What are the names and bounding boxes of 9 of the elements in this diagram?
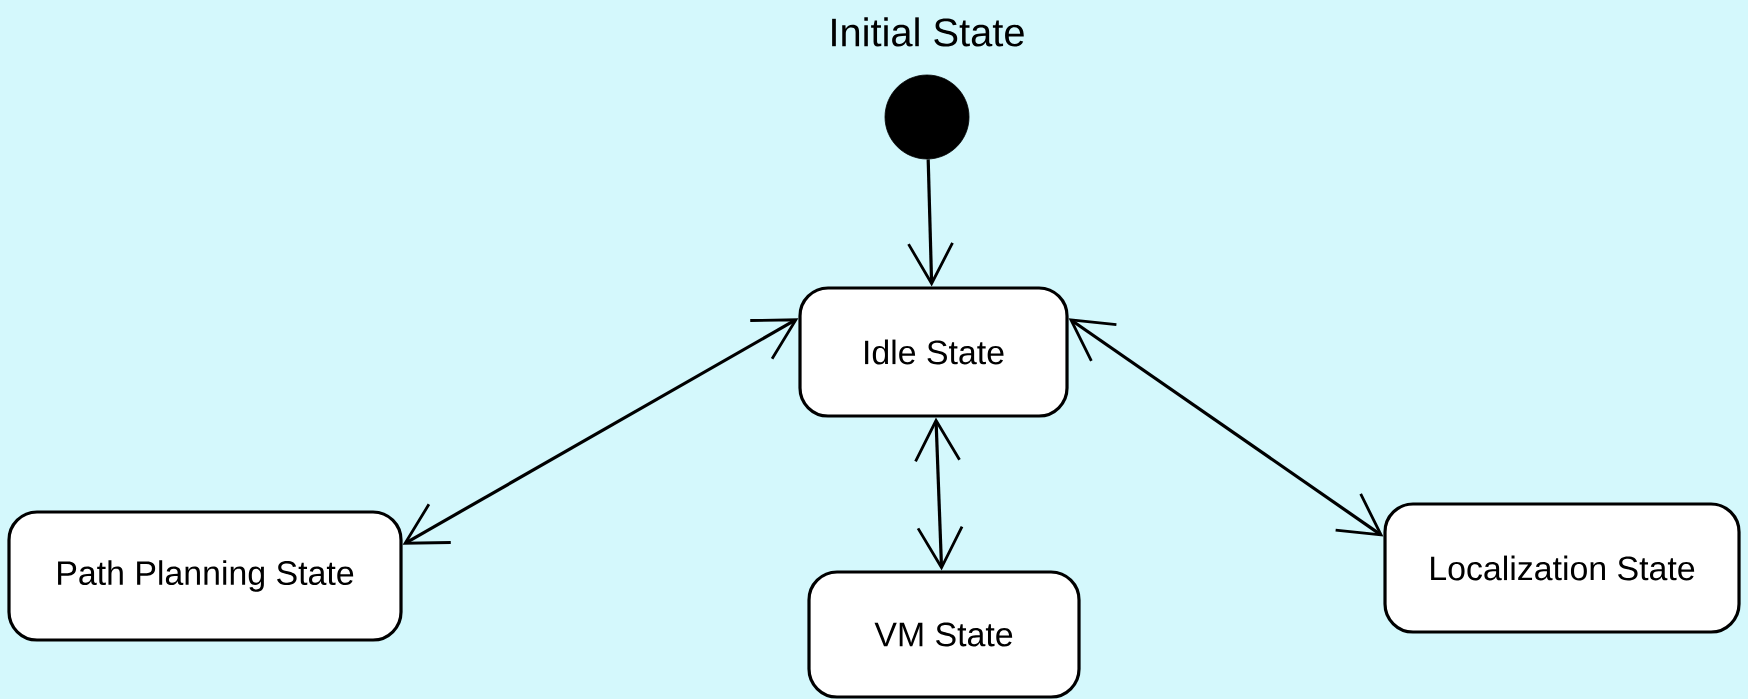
arrow xyxy=(1068,318,1384,537)
state-box: Localization State xyxy=(1383,502,1741,634)
arrow xyxy=(402,318,799,545)
state-box: Path Planning State xyxy=(7,510,403,642)
state-title: Initial State xyxy=(832,17,1024,47)
arrow xyxy=(907,159,954,287)
arrow xyxy=(914,417,964,571)
state-box: VM State xyxy=(807,570,1081,699)
state-box: Idle State xyxy=(798,286,1069,418)
